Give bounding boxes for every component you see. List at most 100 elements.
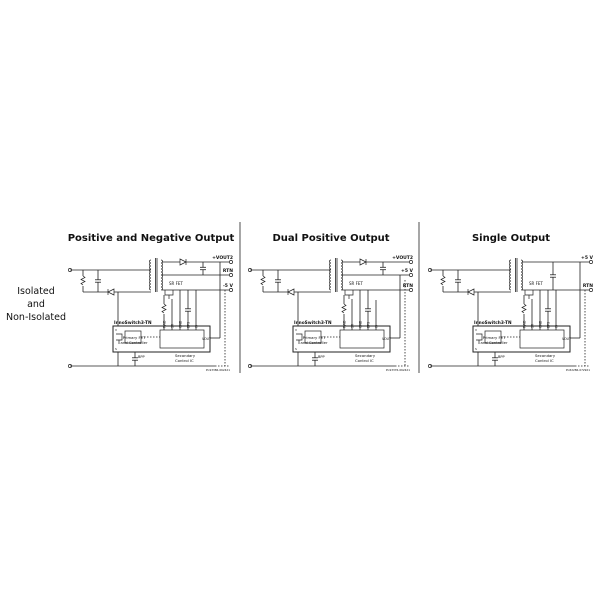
primary-label: and Controller	[120, 340, 147, 345]
transformer-winding-icon	[340, 259, 343, 291]
pin-label: SR	[171, 323, 175, 328]
vout-pin-label: VOUT	[202, 337, 211, 341]
pin-label: BPS	[547, 322, 551, 328]
output-label: -5 V	[223, 283, 234, 289]
output-label: +VOUT2	[212, 255, 233, 261]
pin-label: GND	[539, 320, 543, 328]
side-label-line: and	[27, 299, 45, 310]
bpp-label: BPP	[498, 355, 505, 359]
output-label: RTN	[583, 283, 593, 289]
diode-icon	[107, 288, 115, 296]
output-label: +5 V	[581, 255, 593, 261]
primary-label: and Controller	[300, 340, 327, 345]
primary-fet-icon	[116, 333, 123, 344]
pin-label: BPS	[367, 322, 371, 328]
panel-title: Dual Positive Output	[272, 233, 389, 244]
diode-icon	[359, 258, 367, 266]
part-number: PI-82286-072921	[566, 368, 590, 372]
primary-label: Primary FET	[123, 335, 146, 340]
transformer-winding-icon	[329, 259, 332, 291]
pin-label: FWD	[523, 320, 527, 328]
output-label: RTN	[223, 268, 233, 274]
secondary-label: Secondary	[535, 353, 556, 358]
sr-fet-icon	[344, 290, 354, 299]
secondary-label: Control IC	[355, 358, 374, 363]
bpp-label: BPP	[138, 355, 145, 359]
pin-label: IS	[555, 325, 559, 328]
pin-v-label: V	[115, 328, 118, 332]
transformer-winding-icon	[149, 259, 152, 291]
secondary-label: Control IC	[535, 358, 554, 363]
output-label: +5 V	[401, 268, 413, 274]
primary-label: Primary FET	[483, 335, 506, 340]
pin-label: IS	[375, 325, 379, 328]
diode-icon	[467, 288, 475, 296]
bpp-label: BPP	[318, 355, 325, 359]
diode-icon	[179, 258, 187, 266]
transformer-winding-icon	[520, 259, 523, 291]
terminal-icon	[409, 260, 413, 264]
resistor-icon	[161, 303, 167, 314]
pin-label: GND	[359, 320, 363, 328]
terminal-icon	[229, 288, 233, 292]
resistor-icon	[260, 275, 266, 286]
terminal-icon	[229, 260, 233, 264]
part-number: PI-93376-062421	[386, 368, 410, 372]
pin-label: FWD	[343, 320, 347, 328]
terminal-icon	[229, 273, 233, 277]
secondary-ic-block	[339, 329, 385, 349]
resistor-icon	[341, 303, 347, 314]
sr-fet-label: SR FET	[349, 281, 363, 286]
secondary-label: Control IC	[175, 358, 194, 363]
pin-s-label: S	[115, 347, 117, 351]
ic-name: InnoSwitch3-TN	[474, 320, 512, 326]
transformer-winding-icon	[160, 259, 163, 291]
pin-v-label: V	[475, 328, 478, 332]
pin-v-label: V	[295, 328, 298, 332]
terminal-icon	[589, 260, 593, 264]
ic-package	[472, 325, 571, 353]
ic-name: InnoSwitch3-TN	[114, 320, 152, 326]
pin-label: FWD	[163, 320, 167, 328]
sr-fet-label: SR FET	[169, 281, 183, 286]
sr-fet-icon	[164, 290, 174, 299]
part-number: PI-93386-062421	[206, 368, 230, 372]
output-label: RTN	[403, 283, 413, 289]
primary-fet-icon	[296, 333, 303, 344]
pin-label: SR	[531, 323, 535, 328]
secondary-label: Secondary	[355, 353, 376, 358]
panel-title: Single Output	[472, 233, 550, 244]
sr-fet-icon	[524, 290, 534, 299]
resistor-icon	[440, 275, 446, 286]
secondary-ic-block	[519, 329, 565, 349]
transformer-winding-icon	[509, 259, 512, 291]
output-label: +VOUT2	[392, 255, 413, 261]
secondary-ic-block	[159, 329, 205, 349]
terminal-icon	[409, 288, 413, 292]
resistor-icon	[80, 275, 86, 286]
ic-name: InnoSwitch3-TN	[294, 320, 332, 326]
pin-label: SR	[351, 323, 355, 328]
primary-fet-icon	[476, 333, 483, 344]
pin-s-label: S	[475, 347, 477, 351]
ic-package	[292, 325, 391, 353]
side-label-line: Non-Isolated	[6, 312, 66, 323]
terminal-icon	[589, 288, 593, 292]
secondary-label: Secondary	[175, 353, 196, 358]
resistor-icon	[521, 303, 527, 314]
primary-label: Primary FET	[303, 335, 326, 340]
panel-title: Positive and Negative Output	[68, 233, 235, 244]
vout-pin-label: VOUT	[382, 337, 391, 341]
pin-s-label: S	[295, 347, 297, 351]
terminal-icon	[409, 273, 413, 277]
pin-label: GND	[179, 320, 183, 328]
primary-label: and Controller	[480, 340, 507, 345]
sr-fet-label: SR FET	[529, 281, 543, 286]
vout-pin-label: VOUT	[562, 337, 571, 341]
diode-icon	[287, 288, 295, 296]
isolation-label: Isolated and Non-Isolated	[0, 285, 72, 324]
pin-label: IS	[195, 325, 199, 328]
side-label-line: Isolated	[17, 286, 55, 297]
pin-label: BPS	[187, 322, 191, 328]
